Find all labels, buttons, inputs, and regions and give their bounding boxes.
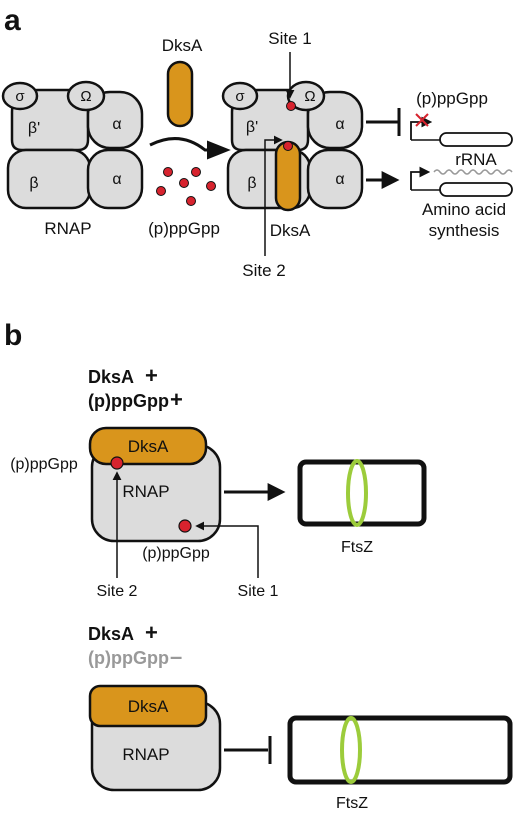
alpha-label: α bbox=[112, 116, 121, 133]
mrna-transcript bbox=[433, 169, 513, 175]
bound-dksa bbox=[274, 140, 302, 212]
case2-ftsz-ring bbox=[340, 716, 362, 784]
case1-inner-ppgpp: (p)ppGpp bbox=[142, 545, 210, 562]
case1-cell bbox=[297, 459, 427, 527]
panel-b-label: b bbox=[4, 319, 22, 352]
sigma-subunit bbox=[1, 81, 39, 111]
beta-prime-label: β' bbox=[28, 120, 40, 137]
complex-omega-label: Ω bbox=[304, 88, 315, 105]
complex-alpha-top bbox=[306, 90, 364, 150]
ppgpp-molecules bbox=[156, 167, 216, 206]
case1-dksa-text: DksA bbox=[88, 367, 134, 387]
case1-dksa bbox=[88, 426, 208, 466]
complex-sigma bbox=[221, 81, 259, 111]
case1-ppgpp-site-2 bbox=[110, 456, 124, 470]
case2-dksa-label: DksA bbox=[128, 697, 169, 716]
case1-site2-label: Site 2 bbox=[97, 583, 138, 600]
rnap-label: RNAP bbox=[44, 219, 91, 238]
alpha-subunit-top bbox=[86, 90, 144, 150]
rnap-holoenzyme bbox=[1, 80, 144, 210]
cross-icon bbox=[415, 113, 429, 127]
dksa-protein bbox=[166, 60, 194, 128]
rrna-gene bbox=[439, 132, 513, 147]
case2-rnap-label: RNAP bbox=[122, 745, 169, 764]
rrna-ppgpp-label: (p)ppGpp bbox=[416, 89, 488, 108]
ppgpp-site-1 bbox=[286, 101, 296, 111]
omega-label: Ω bbox=[80, 88, 91, 105]
case2-dksa bbox=[88, 684, 208, 728]
beta-subunit bbox=[6, 148, 92, 210]
aa-label-line1: Amino acid bbox=[422, 200, 506, 219]
case2-cell bbox=[287, 715, 513, 785]
site-2-label: Site 2 bbox=[242, 261, 285, 280]
complex-dksa-label: DksA bbox=[270, 221, 311, 240]
sigma-label: σ bbox=[15, 88, 25, 105]
complex-alpha-bottom bbox=[306, 148, 364, 210]
case2-ppgpp-sign: – bbox=[170, 644, 182, 669]
case2-ppgpp-text: (p)ppGpp bbox=[88, 648, 169, 668]
binding-arrow bbox=[149, 137, 231, 160]
omega-subunit bbox=[66, 80, 106, 112]
panel-a-label: a bbox=[4, 4, 21, 37]
complex-alpha-label-2: α bbox=[335, 171, 344, 188]
site-2-pointer bbox=[264, 135, 283, 256]
case1-site1-label: Site 1 bbox=[238, 583, 279, 600]
case1-site1-pointer bbox=[195, 521, 259, 578]
case1-ppgpp-text: (p)ppGpp bbox=[88, 391, 169, 411]
ppgpp-label: (p)ppGpp bbox=[148, 219, 220, 238]
case1-ppgpp-site-1 bbox=[178, 519, 192, 533]
site-1-label: Site 1 bbox=[268, 29, 311, 48]
alpha-subunit-bottom bbox=[86, 148, 144, 210]
case1-ftsz-ring bbox=[346, 459, 368, 527]
case2-dksa-sign: + bbox=[145, 620, 158, 645]
aa-promoter bbox=[410, 166, 431, 190]
case1-ftsz-label: FtsZ bbox=[341, 539, 373, 556]
complex-beta-label: β bbox=[247, 175, 256, 192]
aa-gene bbox=[439, 182, 513, 197]
aa-label-line2: synthesis bbox=[429, 221, 500, 240]
ppgpp-site-2 bbox=[283, 141, 293, 151]
case2-ftsz-label: FtsZ bbox=[336, 795, 368, 812]
complex-alpha-label: α bbox=[335, 116, 344, 133]
alpha-label-2: α bbox=[112, 171, 121, 188]
rrna-label: rRNA bbox=[455, 150, 497, 169]
complex-sigma-label: σ bbox=[235, 88, 245, 105]
beta-label: β bbox=[29, 175, 38, 192]
complex-beta-prime-label: β' bbox=[246, 119, 258, 136]
case1-left-ppgpp: (p)ppGpp bbox=[10, 456, 78, 473]
case2-dksa-text: DksA bbox=[88, 624, 134, 644]
case1-rnap-label: RNAP bbox=[122, 482, 169, 501]
case1-dksa-sign: + bbox=[145, 363, 158, 388]
case1-dksa-label: DksA bbox=[128, 437, 169, 456]
case1-ppgpp-sign: + bbox=[170, 387, 183, 412]
dksa-label: DksA bbox=[162, 36, 203, 55]
